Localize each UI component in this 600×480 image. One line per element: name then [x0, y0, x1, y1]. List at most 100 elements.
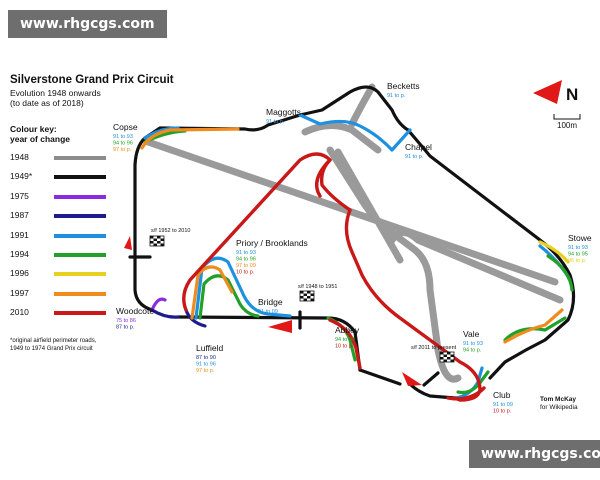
- direction-arrow-southeast: [402, 372, 422, 386]
- colour-key-title: Colour key: year of change: [10, 124, 70, 144]
- club-2010: [446, 386, 486, 401]
- legend-label: 1997: [10, 287, 29, 298]
- priory-1994: [198, 274, 260, 320]
- corner-name-maggotts: Maggotts: [266, 107, 301, 117]
- label-sf-1952: s/f 1952 to 2010: [151, 228, 190, 234]
- runway-northwest-southeast: [144, 138, 559, 286]
- corner-period-copse: 94 to 96: [113, 141, 133, 147]
- legend-swatch: [54, 291, 106, 296]
- legend-label: 1948: [10, 152, 29, 162]
- maggotts-becketts-1991: [298, 113, 412, 152]
- legend-label: 1991: [10, 229, 29, 240]
- corner-period-priory: 91 to 93: [236, 250, 256, 256]
- corner-period-club: 10 to p.: [493, 409, 512, 415]
- abbey-2010: [328, 318, 362, 370]
- footnote: *original airfield perimeter roads, 1949…: [10, 337, 96, 353]
- legend-label: 2010: [10, 307, 29, 318]
- scale-label: 100m: [557, 121, 577, 130]
- corner-name-abbey: Abbey: [335, 325, 360, 335]
- corner-period-maggotts: 91 to p.: [266, 119, 285, 125]
- direction-arrow-south: [268, 320, 292, 333]
- priory-1997: [190, 265, 234, 320]
- corner-name-luffield: Luffield: [196, 343, 224, 353]
- corner-period-luffield: 91 to 96: [196, 362, 216, 368]
- legend-label: 1975: [10, 190, 29, 201]
- copse-1991: [143, 126, 180, 140]
- runway-east-lower: [388, 229, 564, 304]
- legend-label: 1994: [10, 248, 29, 259]
- legend-swatch: [54, 233, 106, 238]
- corner-name-chapel: Chapel: [405, 142, 432, 152]
- corner-period-priory: 97 to 09: [236, 263, 256, 269]
- corner-period-copse: 97 to p.: [113, 147, 132, 153]
- arena-2010: [182, 152, 486, 402]
- runway-becketts-link: [348, 83, 376, 128]
- footnote-line-1: *original airfield perimeter roads,: [10, 338, 97, 344]
- corner-name-vale: Vale: [463, 329, 480, 339]
- credit-author: Tom McKay: [540, 396, 576, 403]
- corner-name-woodcote: Woodcote: [116, 306, 154, 316]
- legend-swatch: [54, 194, 106, 199]
- label-sf-2011: s/f 2011 to present: [411, 345, 457, 351]
- corner-period-vale: 94 to p.: [463, 348, 482, 354]
- corner-period-luffield: 97 to p.: [196, 368, 215, 374]
- footnote-line-2: 1949 to 1974 Grand Prix circuit: [10, 346, 93, 352]
- runway-center-diagonal: [334, 148, 404, 264]
- legend-swatch: [54, 311, 106, 316]
- colour-key-title-2: year of change: [10, 134, 70, 144]
- layout-1997: [140, 127, 564, 344]
- arena-loop: [182, 152, 482, 402]
- map-subtitle-2: (to date as of 2018): [10, 98, 84, 108]
- corner-name-priory: Priory / Brooklands: [236, 238, 308, 248]
- watermark-top: www.rhgcgs.com: [8, 10, 167, 38]
- map-subtitle-1: Evolution 1948 onwards: [10, 88, 101, 98]
- vale-1997: [503, 308, 564, 344]
- runway-southwest-northeast: [301, 122, 382, 154]
- perimeter-abbey: [358, 368, 402, 386]
- start-line-2011: [422, 371, 440, 387]
- corner-period-becketts: 91 to p.: [387, 93, 406, 99]
- luffield-1987: [184, 308, 207, 328]
- stowe-1994: [546, 254, 574, 292]
- vale-1994: [503, 316, 567, 342]
- direction-arrow-west: [124, 236, 132, 250]
- label-sf-1948: s/f 1948 to 1951: [298, 284, 337, 290]
- corner-period-stowe: 94 to 95: [568, 252, 588, 258]
- runways-1948: [144, 83, 564, 383]
- legend-swatch: [54, 156, 106, 160]
- credit-source: for Wikipedia: [540, 404, 578, 411]
- stowe-1996: [538, 240, 570, 264]
- flag-sf-1948: [299, 290, 315, 302]
- perimeter-east: [406, 128, 576, 380]
- corner-period-club: 91 to 09: [493, 402, 513, 408]
- legend-label: 1996: [10, 268, 29, 279]
- legend-label: 1949*: [10, 171, 33, 182]
- map-title: Silverstone Grand Prix Circuit: [10, 74, 174, 86]
- corner-name-copse: Copse: [113, 122, 138, 132]
- flag-sf-2011: [439, 351, 455, 363]
- colour-key-title-1: Colour key:: [10, 124, 57, 134]
- scale-bar: [553, 114, 581, 120]
- legend-swatch: [54, 175, 106, 180]
- arena-inner: [315, 158, 332, 198]
- corner-period-woodcote: 87 to p.: [116, 325, 135, 331]
- corner-period-copse: 91 to 93: [113, 134, 133, 140]
- club-1994: [456, 370, 490, 395]
- perimeter-north: [143, 85, 410, 140]
- woodcote-1975: [150, 297, 167, 312]
- corner-name-becketts: Becketts: [387, 81, 420, 91]
- copse-1997: [140, 127, 240, 150]
- corner-period-luffield: 87 to 90: [196, 355, 216, 361]
- perimeter-west: [133, 136, 154, 312]
- woodcote-1987: [150, 308, 180, 319]
- corner-period-stowe: 96 to p.: [568, 258, 587, 264]
- corner-period-woodcote: 75 to 86: [116, 318, 136, 324]
- corner-period-vale: 91 to 93: [463, 341, 483, 347]
- corner-period-abbey: 94 to 09: [335, 337, 355, 343]
- corner-name-bridge: Bridge: [258, 297, 283, 307]
- corner-period-priory: 94 to 96: [236, 257, 256, 263]
- watermark-bottom: www.rhgcgs.com: [469, 440, 600, 468]
- legend-swatch: [54, 214, 106, 219]
